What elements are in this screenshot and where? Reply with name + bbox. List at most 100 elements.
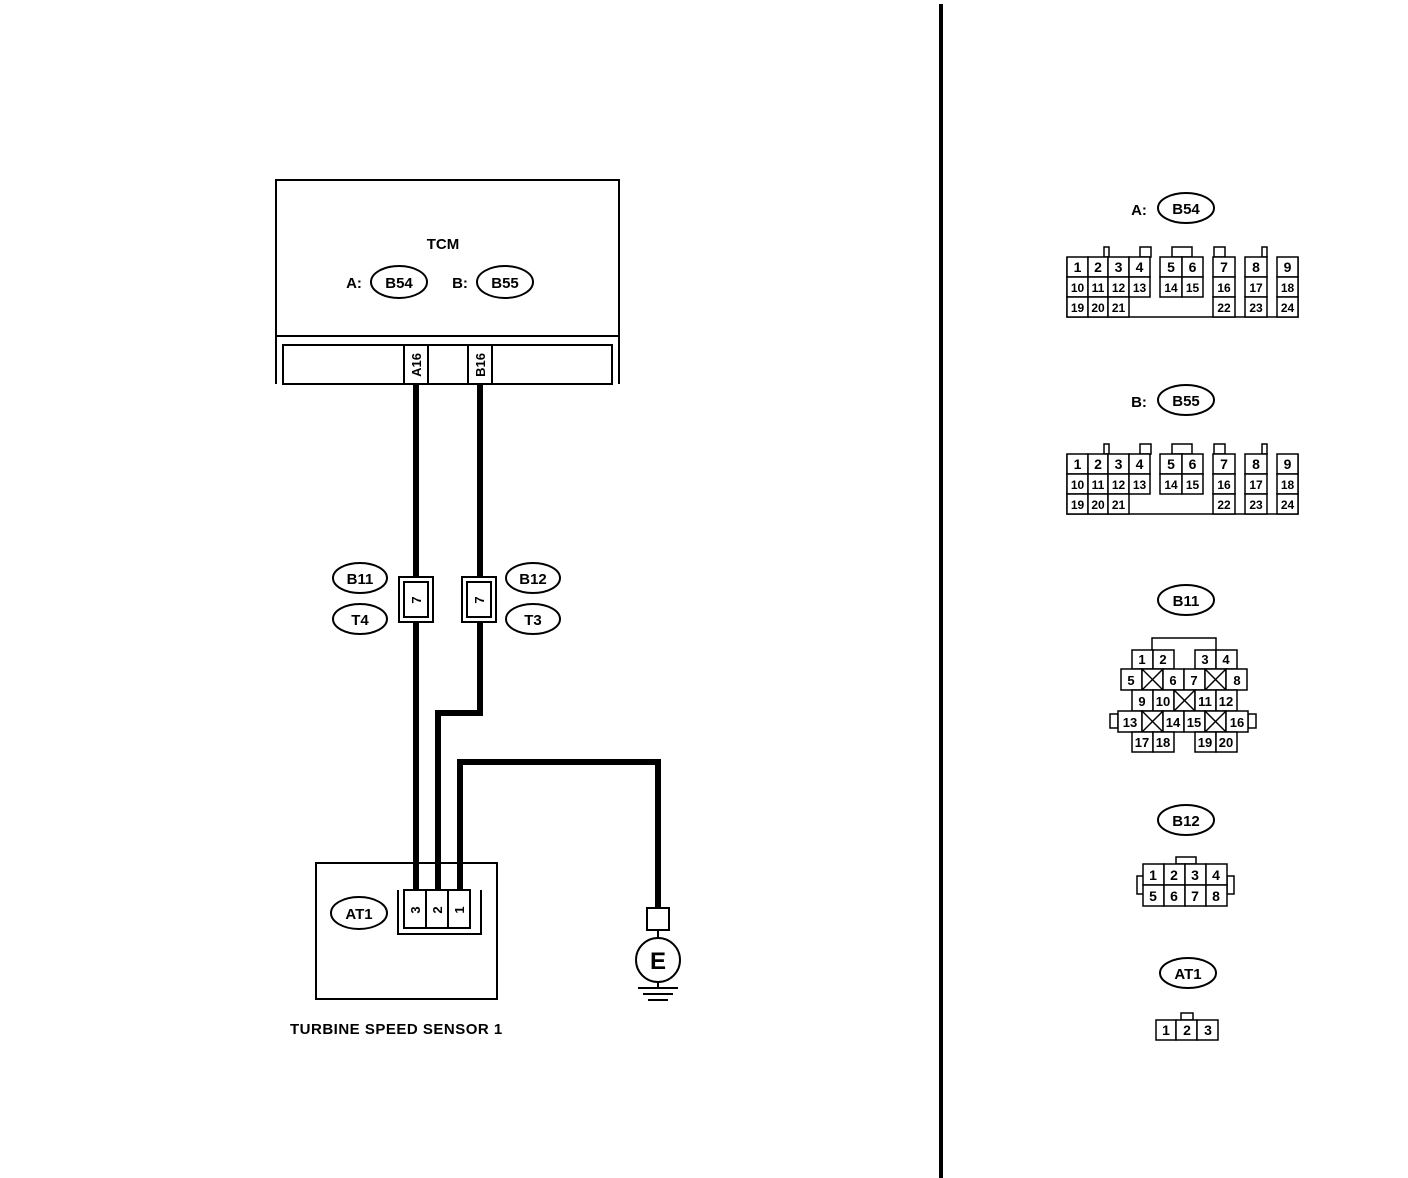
badge-b11 [332, 562, 388, 594]
junction-left-pin: 7 [409, 596, 424, 603]
svg-text:5: 5 [1167, 259, 1175, 275]
wire-harness [413, 384, 661, 908]
badge-b11-label: B11 [347, 571, 374, 588]
svg-text:12: 12 [1112, 478, 1126, 492]
svg-text:18: 18 [1281, 281, 1295, 295]
view-at1-id: AT1 [1174, 966, 1201, 983]
wire-ground [457, 759, 661, 908]
svg-text:13: 13 [1123, 715, 1137, 730]
svg-text:5: 5 [1127, 673, 1134, 688]
svg-text:6: 6 [1189, 456, 1197, 472]
tcm-conn-a-badge [370, 265, 428, 299]
sensor-pin-2: 2 [430, 906, 445, 913]
tcm-conn-b-prefix: B: [452, 275, 468, 292]
svg-text:19: 19 [1071, 498, 1085, 512]
badge-at1-label: AT1 [345, 906, 372, 923]
ground-label: E [650, 948, 666, 975]
ground-symbol: E [635, 907, 681, 1001]
svg-text:10: 10 [1156, 694, 1170, 709]
svg-text:13: 13 [1133, 281, 1147, 295]
junction-right: 7 [461, 576, 497, 623]
sensor-caption: TURBINE SPEED SENSOR 1 [290, 1021, 503, 1038]
svg-text:17: 17 [1249, 281, 1263, 295]
badge-t3 [505, 603, 561, 635]
svg-text:8: 8 [1233, 673, 1240, 688]
svg-text:7: 7 [1220, 259, 1228, 275]
svg-text:2: 2 [1159, 652, 1166, 667]
svg-text:24: 24 [1281, 301, 1295, 315]
svg-text:2: 2 [1094, 259, 1102, 275]
svg-text:14: 14 [1164, 478, 1178, 492]
svg-text:6: 6 [1189, 259, 1197, 275]
view-a-prefix: A: [1131, 202, 1147, 219]
tcm-conn-a-prefix: A: [346, 275, 362, 292]
svg-text:2: 2 [1094, 456, 1102, 472]
svg-text:9: 9 [1284, 456, 1292, 472]
tcm-conn-a-id: B54 [385, 275, 413, 292]
turbine-speed-sensor: 3 2 1 AT1 [315, 862, 498, 1000]
badge-at1 [330, 896, 388, 930]
svg-text:24: 24 [1281, 498, 1295, 512]
junction-left: 7 [398, 576, 434, 623]
view-b-badge [1157, 384, 1215, 416]
view-b12-badge [1157, 804, 1215, 836]
svg-text:17: 17 [1135, 735, 1149, 750]
svg-text:23: 23 [1249, 498, 1263, 512]
svg-text:3: 3 [1115, 456, 1123, 472]
svg-text:19: 19 [1071, 301, 1085, 315]
svg-text:17: 17 [1249, 478, 1263, 492]
view-a-id: B54 [1172, 201, 1200, 218]
svg-text:11: 11 [1198, 694, 1212, 709]
tcm-pin-b: B16 [473, 353, 488, 377]
svg-text:7: 7 [1191, 888, 1199, 904]
svg-text:4: 4 [1222, 652, 1230, 667]
svg-text:5: 5 [1167, 456, 1175, 472]
svg-text:6: 6 [1169, 673, 1176, 688]
svg-text:6: 6 [1170, 888, 1178, 904]
svg-text:13: 13 [1133, 478, 1147, 492]
svg-text:12: 12 [1112, 281, 1126, 295]
svg-text:20: 20 [1091, 498, 1105, 512]
view-b11-id: B11 [1173, 593, 1200, 610]
svg-text:8: 8 [1212, 888, 1220, 904]
svg-text:3: 3 [1115, 259, 1123, 275]
connector-face-b12 [1136, 856, 1235, 907]
svg-text:2: 2 [1170, 867, 1178, 883]
svg-text:7: 7 [1190, 673, 1197, 688]
svg-text:1: 1 [1074, 259, 1082, 275]
svg-text:16: 16 [1230, 715, 1244, 730]
svg-text:8: 8 [1252, 259, 1260, 275]
svg-text:15: 15 [1186, 478, 1200, 492]
svg-text:3: 3 [1191, 867, 1199, 883]
svg-text:3: 3 [1201, 652, 1208, 667]
svg-text:10: 10 [1071, 478, 1085, 492]
svg-text:4: 4 [1136, 259, 1144, 275]
svg-text:19: 19 [1198, 735, 1212, 750]
sensor-pin-3: 3 [408, 906, 423, 913]
badge-t4-label: T4 [351, 612, 369, 629]
svg-text:4: 4 [1212, 867, 1220, 883]
svg-text:15: 15 [1186, 281, 1200, 295]
tcm-conn-b-id: B55 [491, 275, 519, 292]
svg-text:1: 1 [1074, 456, 1082, 472]
svg-text:23: 23 [1249, 301, 1263, 315]
svg-text:14: 14 [1166, 715, 1181, 730]
svg-text:16: 16 [1217, 281, 1231, 295]
badge-b12 [505, 562, 561, 594]
junction-right-pin: 7 [472, 596, 487, 603]
svg-text:1: 1 [1138, 652, 1145, 667]
view-b-prefix: B: [1131, 394, 1147, 411]
svg-text:18: 18 [1281, 478, 1295, 492]
svg-text:1: 1 [1149, 867, 1157, 883]
tcm-module: TCM A: B54 B: B55 A16 B16 [275, 179, 620, 385]
svg-text:20: 20 [1091, 301, 1105, 315]
view-at1-badge [1159, 957, 1217, 989]
svg-text:8: 8 [1252, 456, 1260, 472]
badge-t3-label: T3 [524, 612, 542, 629]
view-b11-badge [1157, 584, 1215, 616]
view-a-badge [1157, 192, 1215, 224]
tcm-title: TCM [427, 236, 460, 253]
svg-text:14: 14 [1164, 281, 1178, 295]
